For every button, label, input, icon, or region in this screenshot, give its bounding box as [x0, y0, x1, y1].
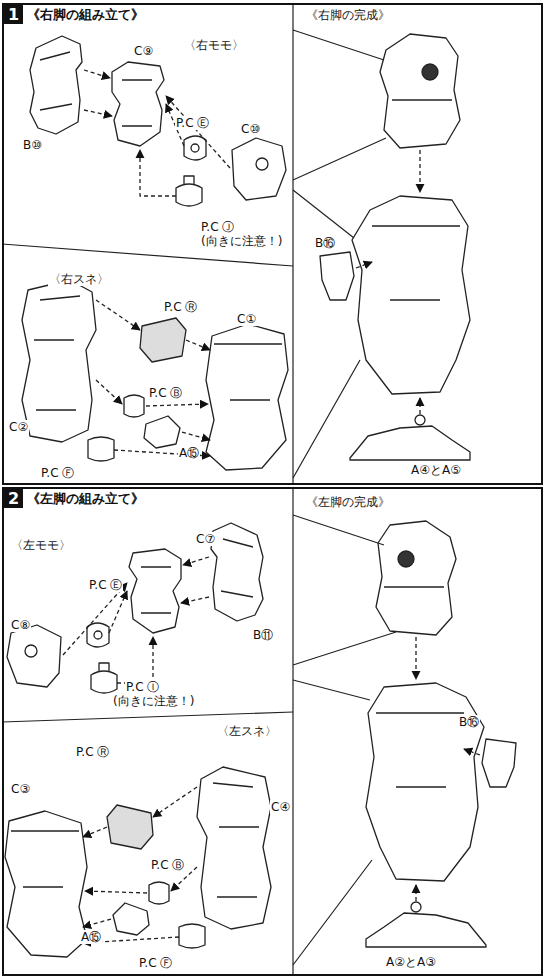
part-label: 〈左スネ〉 [216, 724, 278, 738]
part-label: B⑯ [458, 715, 480, 729]
part-label: B⑯ [314, 236, 336, 250]
part-label: C① [236, 312, 257, 326]
part-label: P.C Ⓑ [148, 386, 183, 400]
part-label: A⑮ [80, 930, 102, 944]
part-label: C② [8, 420, 29, 434]
part-label: 〈左モモ〉 [10, 538, 72, 552]
step-title: 《左脚の組み立て》 [27, 490, 144, 508]
part-label: (向きに注意！) [200, 234, 283, 248]
part-label: C⑨ [133, 44, 154, 58]
part-label: C④ [270, 800, 291, 814]
part-label: P.C Ⓘ [125, 680, 160, 694]
part-label: P.C Ⓙ [200, 220, 235, 234]
part-label: 《左脚の完成》 [305, 495, 391, 509]
step-title: 《右脚の組み立て》 [27, 6, 144, 24]
step-number: 2 [4, 489, 23, 508]
part-label: C⑧ [10, 618, 31, 632]
part-label: 〈右モモ〉 [183, 38, 245, 52]
part-label: A④とA⑤ [410, 463, 462, 477]
part-label: C⑦ [195, 532, 216, 546]
part-label: A②とA③ [385, 955, 437, 969]
part-label: P.C Ⓕ [138, 956, 173, 970]
part-label: P.C Ⓑ [150, 858, 185, 872]
step-number: 1 [4, 5, 23, 24]
part-label: A⑮ [178, 446, 200, 460]
part-label: P.C Ⓕ [40, 466, 75, 480]
part-label: C⑩ [240, 122, 261, 136]
step-header: 2《左脚の組み立て》 [4, 489, 541, 508]
part-label: P.C Ⓡ [75, 745, 110, 759]
step-header: 1《右脚の組み立て》 [4, 5, 541, 24]
part-label: (向きに注意！) [112, 694, 195, 708]
part-label: B⑪ [252, 628, 274, 642]
part-label: P.C Ⓔ [88, 578, 123, 592]
part-label: P.C Ⓡ [163, 300, 198, 314]
part-label: 〈右スネ〉 [48, 272, 110, 286]
part-label: P.C Ⓔ [175, 116, 210, 130]
part-label: B⑩ [22, 138, 43, 152]
part-label: 《右脚の完成》 [305, 8, 391, 22]
part-label: C③ [10, 782, 31, 796]
